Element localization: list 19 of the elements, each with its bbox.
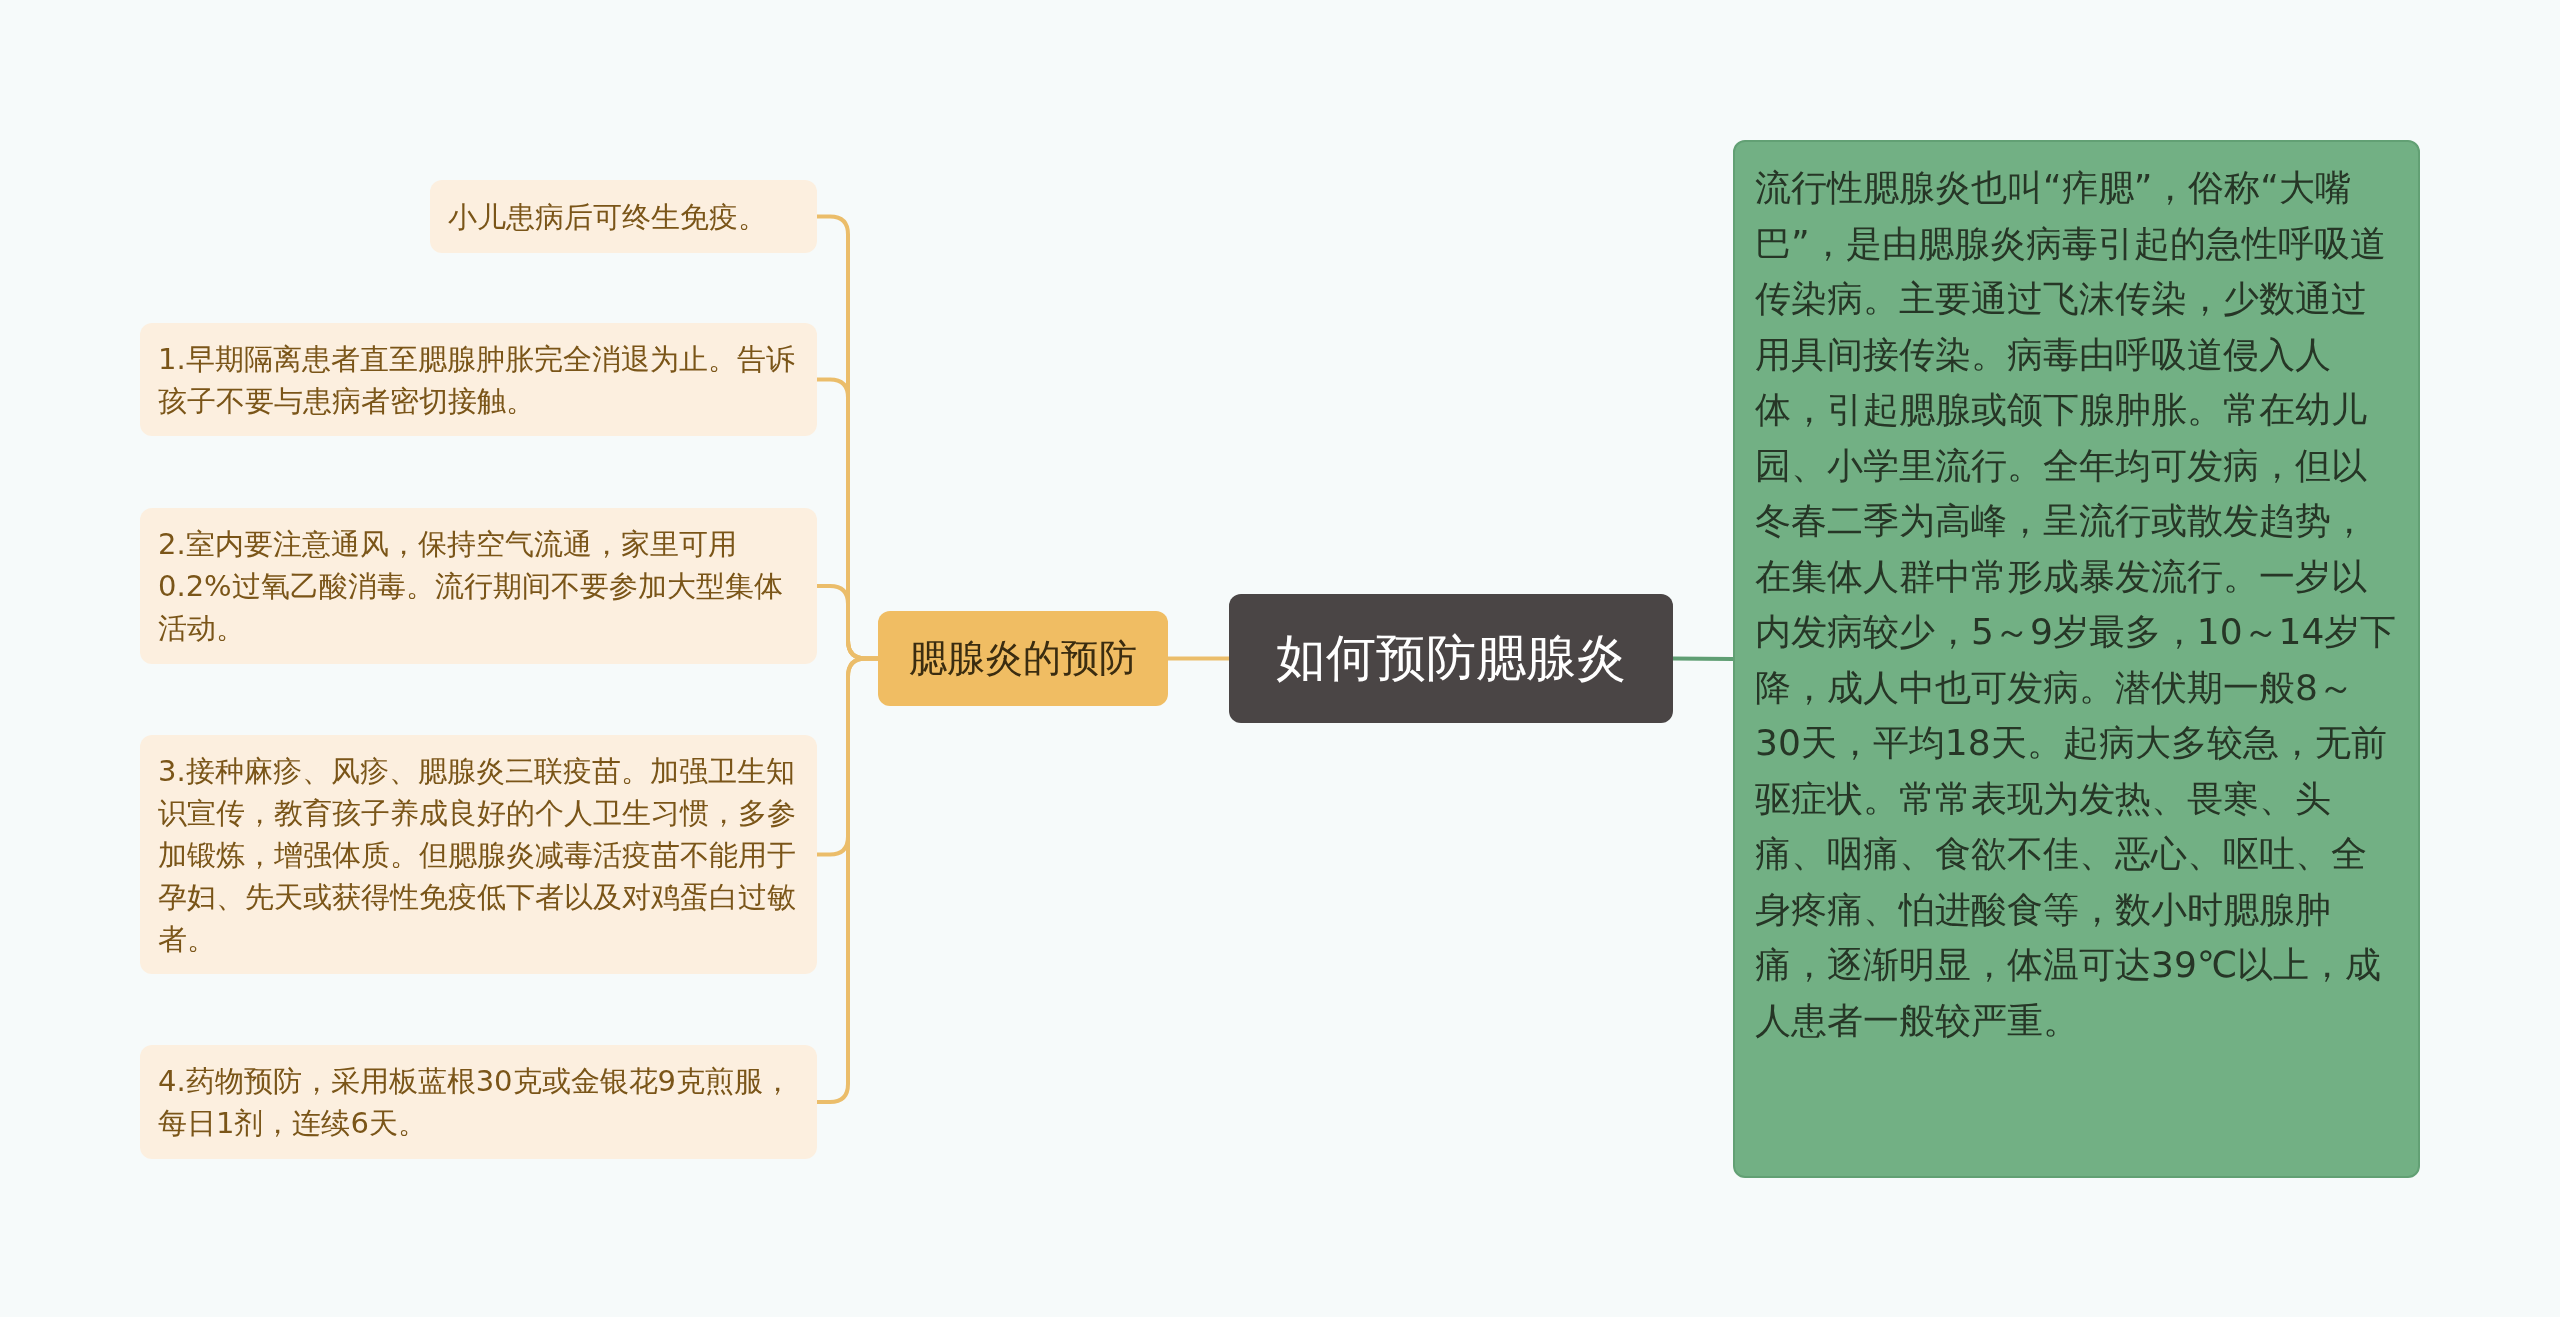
subtopic-box <box>430 180 817 253</box>
central-topic-box <box>1229 594 1673 723</box>
connector-line <box>1168 656 1229 661</box>
note-box <box>1733 140 2420 1178</box>
topic-text: 3.接种麻疹、风疹、腮腺炎三联疫苗。加强卫生知识宣传，教育孩子养成良好的个人卫生习惯，多参加锻炼，增强体质。但腮腺炎减毒活疫苗不能用于孕妇、先天或获得性免疫低下者以及对鸡蛋白过敏者。 <box>158 752 797 958</box>
subtopic-box <box>140 508 817 664</box>
topic-text: 4.药物预防，采用板蓝根30克或金银花9克煎服，每日1剂，连续6天。 <box>158 1063 794 1142</box>
topic-text: 如何预防腮腺炎 <box>1276 628 1626 689</box>
connector-line <box>817 656 878 1104</box>
subtopic-box <box>140 1045 817 1159</box>
topic-text: 小儿患病后可终生免疫。 <box>448 198 767 236</box>
topic-text: 腮腺炎的预防 <box>909 635 1137 682</box>
connector-line <box>1673 656 1733 661</box>
subtopic-box <box>140 735 817 974</box>
topic-text: 2.室内要注意通风，保持空气流通，家里可用0.2%过氧乙酸消毒。流行期间不要参加大型集体活动。 <box>158 526 784 647</box>
topic-text: 1.早期隔离患者直至腮腺肿胀完全消退为止。告诉孩子不要与患病者密切接触。 <box>158 340 796 420</box>
branch-topic-box <box>878 611 1168 706</box>
subtopic-box <box>140 323 817 436</box>
topic-text: 流行性腮腺炎也叫“痄腮”，俗称“大嘴巴”，是由腮腺炎病毒引起的急性呼吸道传染病。主要通过飞沫传染，少数通过用具间接传染。病毒由呼吸道侵入人体，引起腮腺或颌下腺肿胀。常在幼儿园、小学里流行。全年均可发病，但以冬春二季为高峰，呈流行或散发趋势，在集体人群中常形成暴发流行。一岁以内发病较少，5～9岁最多，10～14岁下降，成人中也可发病。潜伏期一般8～30天，平均18天。起病大多较急，无前驱症状。常常表现为发热、畏寒、头痛、咽痛、食欲不佳、恶心、呕吐、全身疼痛、怕进酸食等，数小时腮腺肿痛，逐渐明显，体温可达39℃以上，成人患者一般较严重。 <box>1755 166 2398 1043</box>
